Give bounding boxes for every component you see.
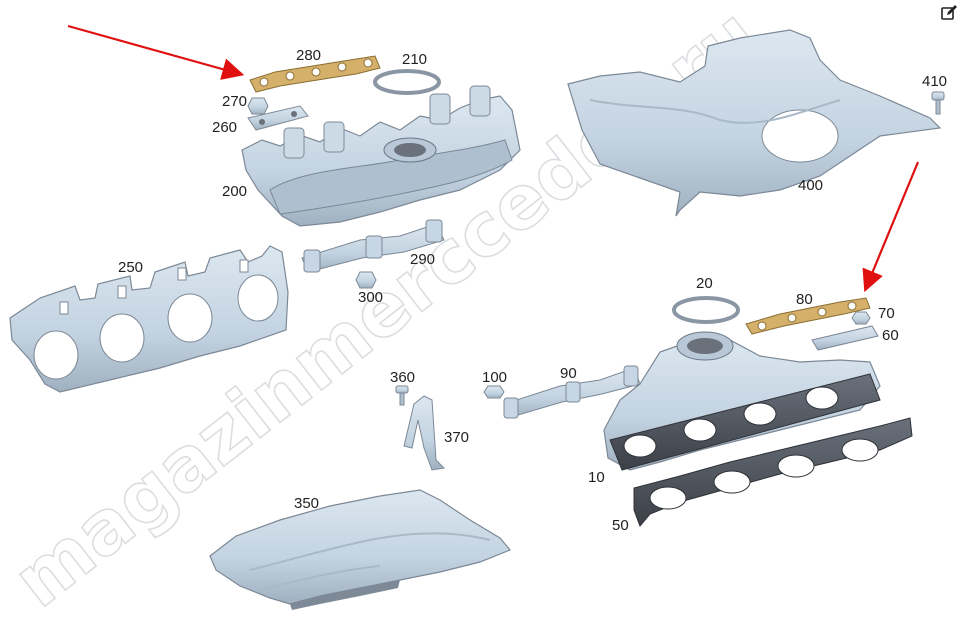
callout-10: 10 xyxy=(588,469,605,486)
part-410-bolt xyxy=(931,91,945,115)
callout-400: 400 xyxy=(798,177,823,194)
part-50-gasket xyxy=(633,417,913,527)
callout-360: 360 xyxy=(390,369,415,386)
callout-20: 20 xyxy=(696,275,713,292)
callout-70: 70 xyxy=(878,305,895,322)
part-360-bolt xyxy=(395,385,409,406)
part-20-seal-ring xyxy=(672,296,740,324)
callout-60: 60 xyxy=(882,327,899,344)
callout-270: 270 xyxy=(222,93,247,110)
part-210-seal-ring xyxy=(373,69,441,95)
callout-300: 300 xyxy=(358,289,383,306)
callout-280: 280 xyxy=(296,47,321,64)
part-350-lower-shield xyxy=(209,489,511,610)
part-90-bracket xyxy=(503,365,641,419)
callout-260: 260 xyxy=(212,119,237,136)
part-400-heat-shield xyxy=(567,29,942,217)
callout-90: 90 xyxy=(560,365,577,382)
part-370-support xyxy=(403,395,446,471)
callout-250: 250 xyxy=(118,259,143,276)
callout-200: 200 xyxy=(222,183,247,200)
red-arrow-left xyxy=(67,24,245,80)
part-60-plate xyxy=(811,325,879,351)
part-270-nut xyxy=(247,97,269,115)
part-10-manifold-right xyxy=(603,331,881,471)
part-280-heat-gasket xyxy=(249,55,381,93)
part-80-heat-gasket xyxy=(745,297,871,335)
part-100-nut xyxy=(483,385,505,399)
edit-icon[interactable] xyxy=(940,4,958,22)
callout-100: 100 xyxy=(482,369,507,386)
callout-210: 210 xyxy=(402,51,427,68)
callout-370: 370 xyxy=(444,429,469,446)
callout-290: 290 xyxy=(410,251,435,268)
callout-80: 80 xyxy=(796,291,813,308)
callout-50: 50 xyxy=(612,517,629,534)
part-290-bracket xyxy=(301,219,445,273)
part-260-plate xyxy=(247,105,309,131)
part-300-nut xyxy=(355,271,377,289)
red-arrow-right xyxy=(862,161,920,293)
part-70-nut xyxy=(851,311,871,325)
callout-410: 410 xyxy=(922,73,947,90)
part-200-manifold-left xyxy=(241,85,521,227)
part-250-gasket xyxy=(9,245,289,393)
callout-350: 350 xyxy=(294,495,319,512)
